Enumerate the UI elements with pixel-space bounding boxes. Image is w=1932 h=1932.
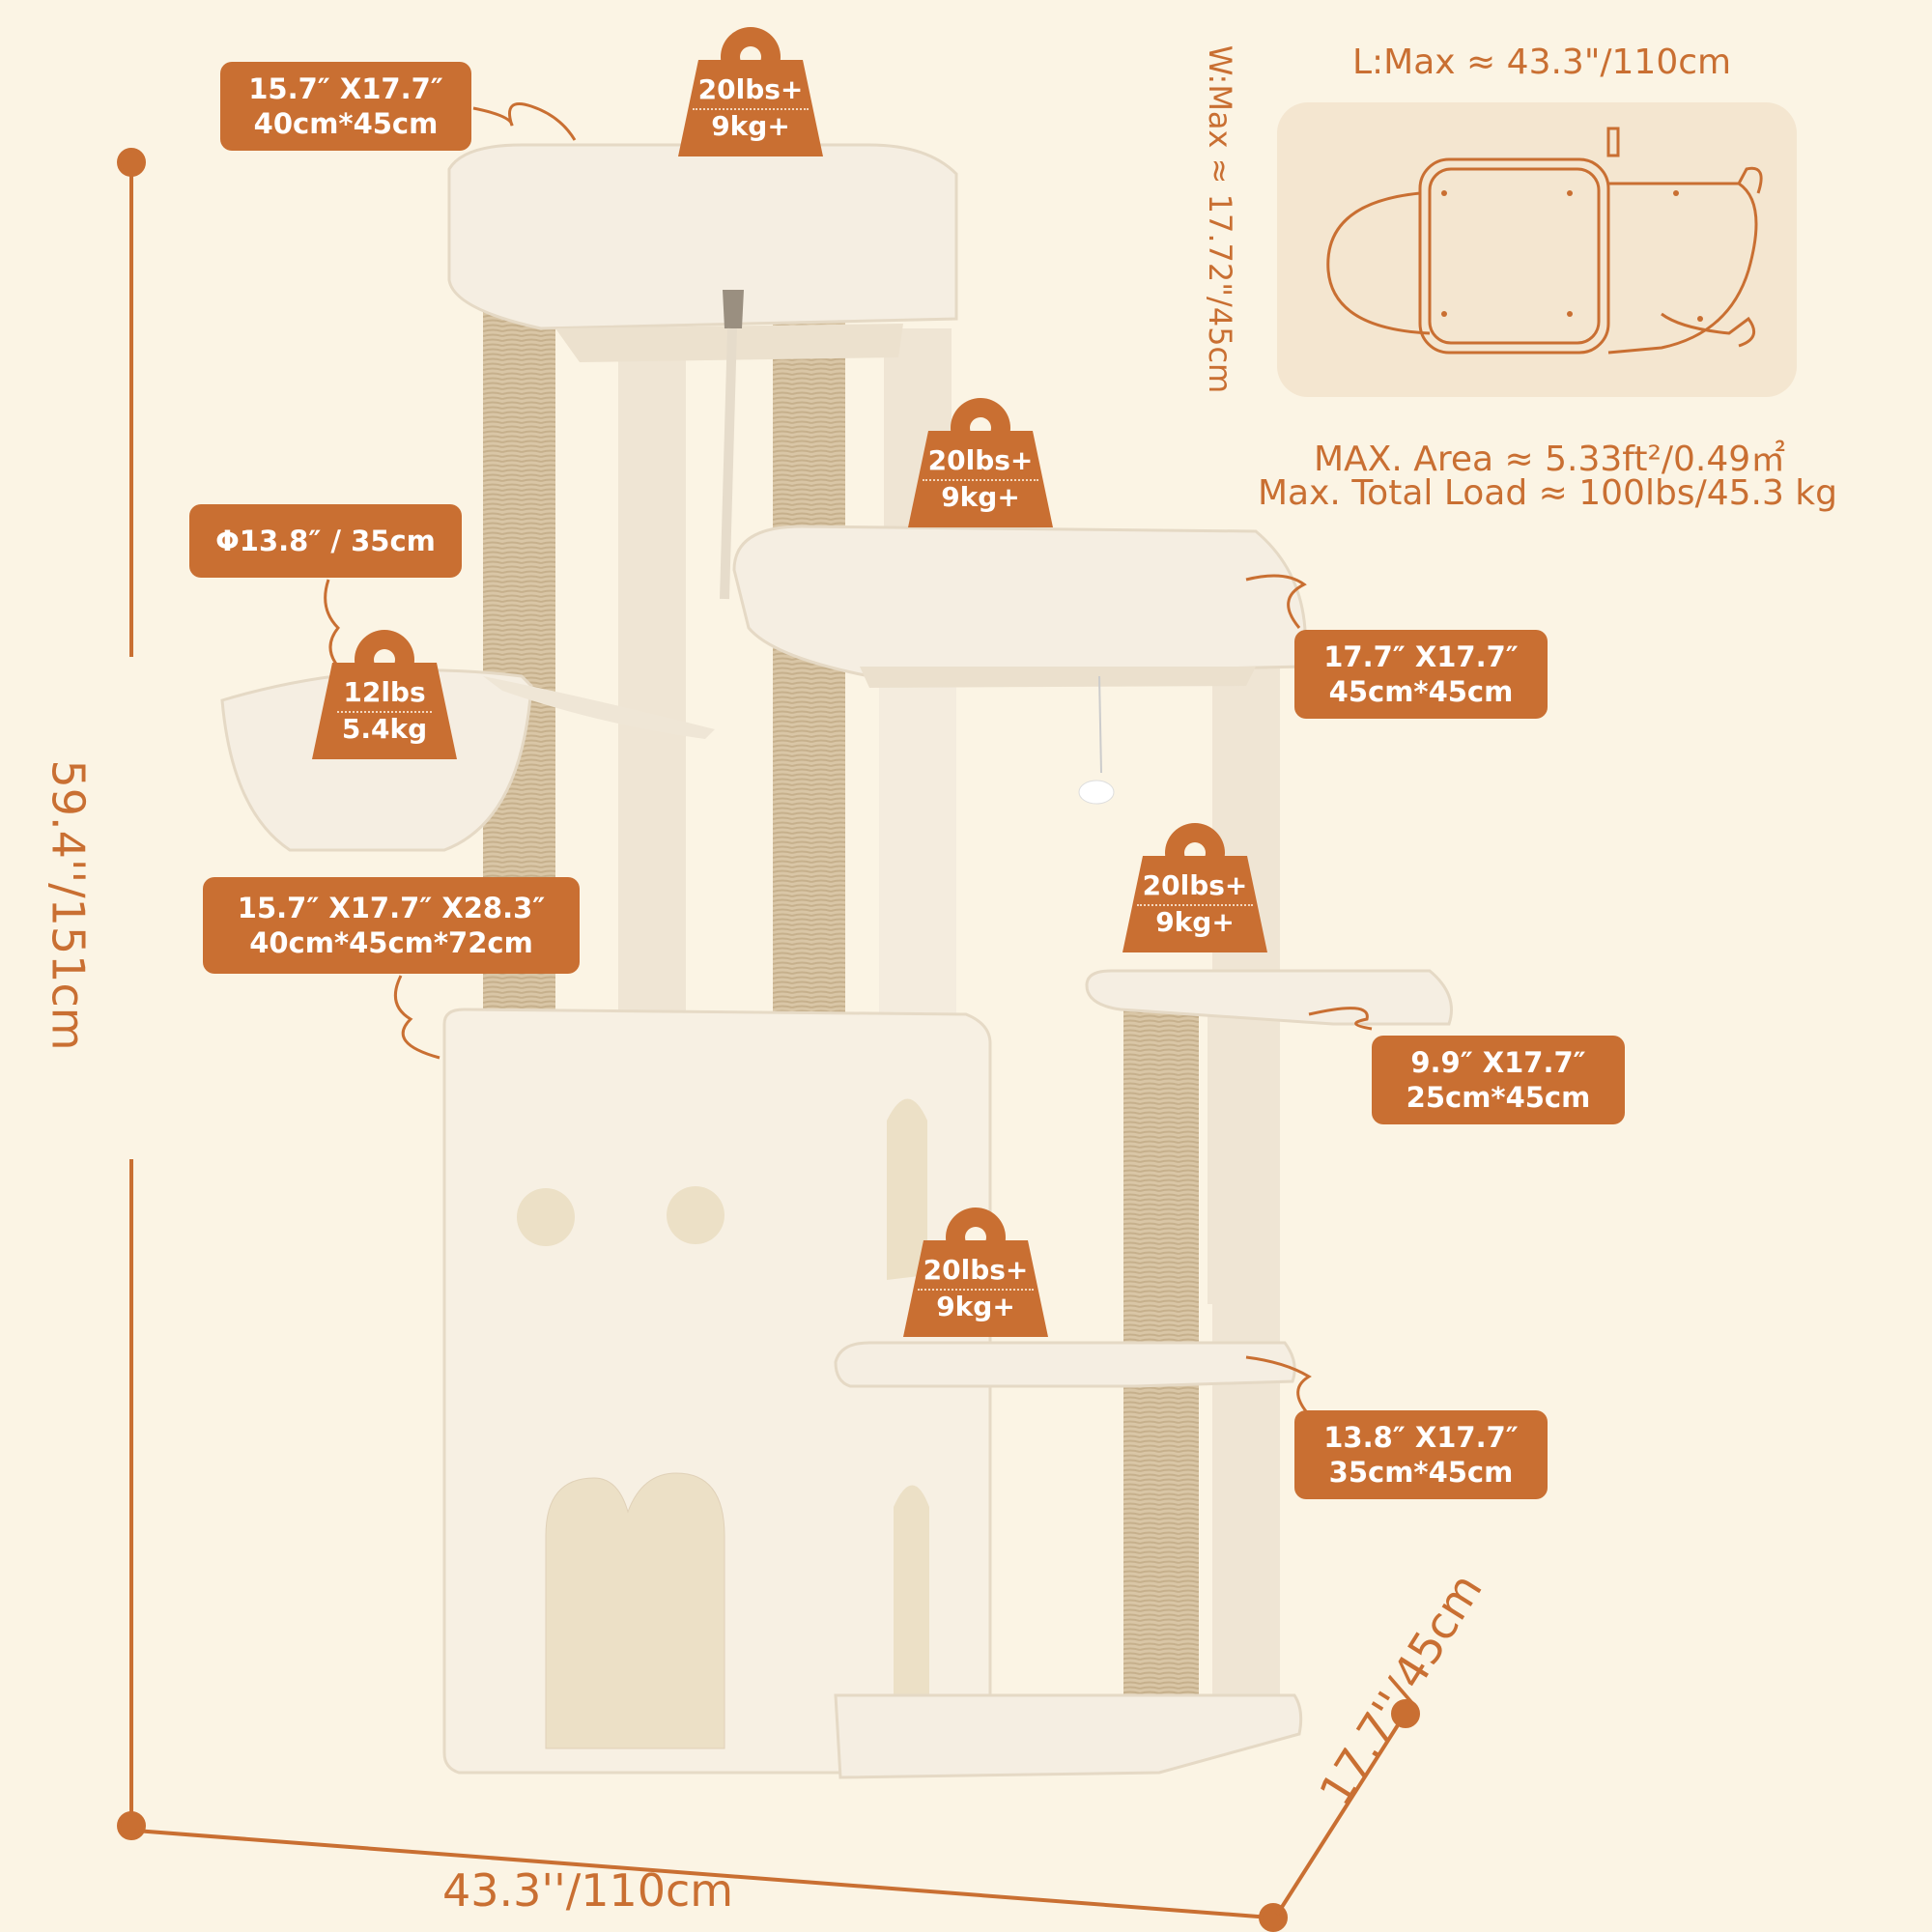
weight-line1: 12lbs	[337, 676, 432, 713]
weight-line2: 9kg+	[936, 1291, 1015, 1322]
max-width-spec: W:Max ≈ 17.72"/45cm	[1202, 44, 1239, 394]
small-platform-size-label: 9.9″ X17.7″ 25cm*45cm	[1372, 1036, 1625, 1124]
label-line2: 25cm*45cm	[1406, 1081, 1591, 1114]
weight-line1: 20lbs+	[692, 73, 810, 110]
weight-line2: 9kg+	[1155, 906, 1235, 938]
width-dimension: 43.3''/110cm	[442, 1864, 734, 1917]
label-line1: 13.8″ X17.7″	[1323, 1420, 1519, 1454]
depth-dimension-line	[1275, 1699, 1420, 1917]
label-line1: 15.7″ X17.7″ X28.3″	[237, 891, 546, 924]
small-platform-weight-badge: 20lbs+ 9kg+	[1122, 823, 1267, 952]
label-line1: 9.9″ X17.7″	[1410, 1045, 1586, 1079]
weight-line2: 9kg+	[941, 481, 1020, 513]
weight-line1: 20lbs+	[917, 1254, 1035, 1291]
low-platform-size-label: 13.8″ X17.7″ 35cm*45cm	[1294, 1410, 1548, 1499]
top-weight-badge: 20lbs+ 9kg+	[678, 27, 823, 156]
height-dimension-line	[117, 148, 146, 1840]
label-line1: Φ13.8″ / 35cm	[215, 524, 436, 557]
label-line1: 17.7″ X17.7″	[1323, 639, 1519, 673]
basket-size-label: Φ13.8″ / 35cm	[189, 504, 462, 578]
weight-line2: 5.4kg	[341, 713, 428, 745]
low-platform-weight-badge: 20lbs+ 9kg+	[903, 1208, 1048, 1337]
weight-line1: 20lbs+	[922, 444, 1039, 481]
label-line2: 40cm*45cm*72cm	[249, 926, 533, 959]
label-line2: 35cm*45cm	[1328, 1456, 1514, 1489]
footprint-outline	[1326, 127, 1763, 355]
middle-platform-size-label: 17.7″ X17.7″ 45cm*45cm	[1294, 630, 1548, 719]
weight-line2: 9kg+	[711, 110, 790, 142]
top-platform-size-label: 15.7″ X17.7″ 40cm*45cm	[220, 62, 471, 151]
label-line2: 45cm*45cm	[1328, 675, 1514, 708]
label-line2: 40cm*45cm	[253, 107, 439, 140]
pointer-arrows	[324, 102, 1373, 1422]
label-line1: 15.7″ X17.7″	[248, 71, 443, 105]
height-dimension: 59.4''/151cm	[42, 759, 95, 1051]
max-length-spec: L:Max ≈ 43.3"/110cm	[1352, 43, 1732, 82]
weight-line1: 20lbs+	[1136, 869, 1254, 906]
max-area-spec: MAX. Area ≈ 5.33ft²/0.49㎡	[1314, 440, 1786, 479]
middle-weight-badge: 20lbs+ 9kg+	[908, 398, 1053, 527]
max-load-spec: Max. Total Load ≈ 100lbs/45.3 kg	[1258, 473, 1837, 513]
basket-weight-badge: 12lbs 5.4kg	[312, 630, 457, 759]
condo-size-label: 15.7″ X17.7″ X28.3″ 40cm*45cm*72cm	[203, 877, 580, 974]
